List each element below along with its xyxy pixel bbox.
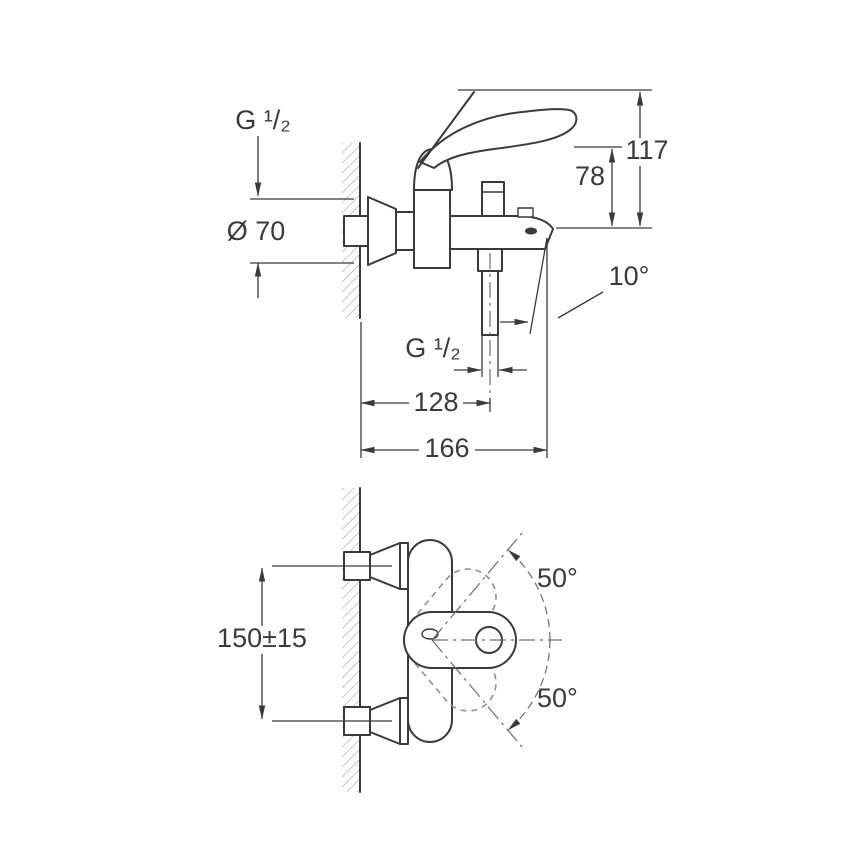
handle-capsule — [403, 611, 517, 669]
dim-spout-angle: 10° — [500, 237, 650, 458]
front-view: 50° 50° 150±15 — [213, 487, 578, 793]
spout-top-detail — [517, 207, 534, 218]
spout — [449, 215, 554, 250]
wall-mounting — [343, 196, 415, 266]
escutcheon-cone — [367, 196, 397, 266]
dim-escutcheon-diameter-label: Ø 70 — [227, 216, 286, 246]
lever-handle — [419, 108, 578, 169]
dim-connection-centres: 150±15 — [213, 565, 392, 722]
dim-projection-outlet: 128 — [360, 322, 491, 458]
dim-swivel-down: 50° — [507, 639, 578, 731]
wall-section-bottom — [342, 487, 361, 793]
swivel-centerlines — [431, 532, 562, 748]
dim-shower-thread-label: G ¹/₂ — [405, 333, 460, 363]
s-union-connector — [395, 211, 415, 251]
dim-height-handle-label: 78 — [575, 161, 605, 191]
dim-escutcheon-diameter: Ø 70 — [227, 198, 354, 298]
mixer-body — [413, 189, 451, 269]
dim-swivel-up: 50° — [507, 549, 578, 641]
escutcheon-flange — [399, 697, 409, 745]
dim-height-overall-label: 117 — [625, 135, 668, 165]
diverter-knob — [481, 181, 505, 217]
dim-projection-spout-label: 166 — [424, 433, 469, 463]
handle-raised-position-line — [417, 91, 475, 169]
mixer-body-side — [413, 91, 578, 398]
dim-connection-centres-label: 150±15 — [217, 623, 307, 653]
dim-height-overall: 117 — [458, 89, 674, 229]
escutcheon-flange — [399, 542, 409, 590]
spout-outlet-hole — [525, 227, 537, 235]
dim-swivel-up-label: 50° — [537, 563, 578, 593]
dim-height-handle: 78 — [566, 146, 622, 227]
dim-projection-spout: 166 — [360, 433, 548, 463]
handle-logo-oval — [421, 628, 439, 640]
dim-thread-top: G ¹/₂ — [235, 105, 291, 197]
dim-spout-angle-label: 10° — [609, 261, 650, 291]
side-view: G ¹/₂ Ø 70 117 78 — [227, 89, 674, 463]
dim-swivel-down-label: 50° — [537, 683, 578, 713]
dim-projection-outlet-label: 128 — [413, 387, 458, 417]
wall-hatch — [342, 488, 360, 792]
dim-thread-top-label: G ¹/₂ — [235, 105, 290, 135]
dim-shower-thread: G ¹/₂ — [405, 333, 527, 377]
mounting-nut — [343, 215, 371, 247]
